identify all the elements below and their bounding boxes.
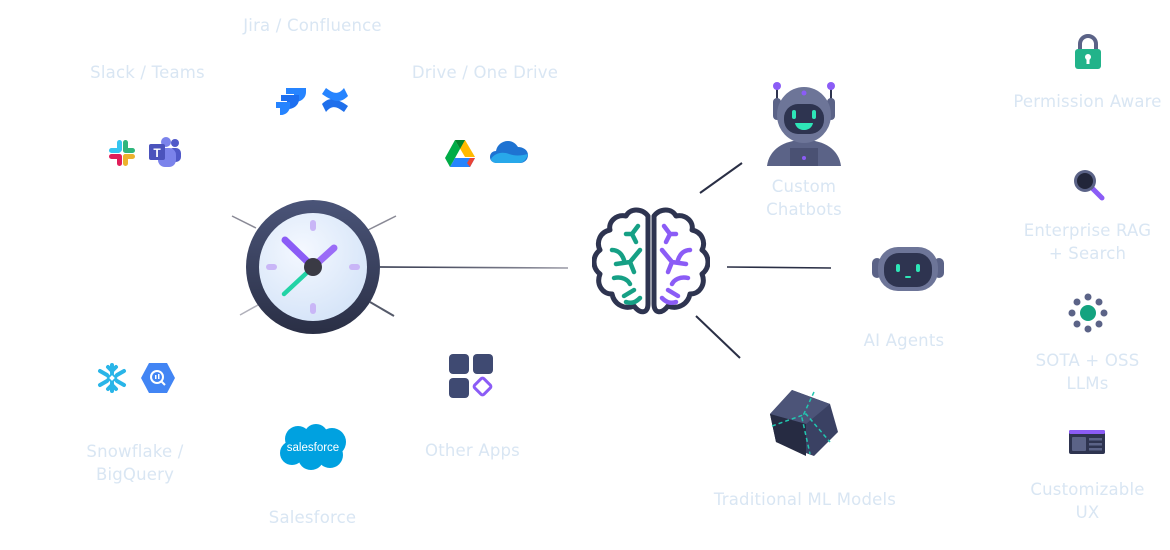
chatbot-robot-icon [765,80,843,170]
confluence-icon [320,86,350,114]
drive-onedrive-label: Drive / One Drive [411,63,559,82]
salesforce-logo-text: salesforce [287,442,339,454]
spoke-line [369,301,395,317]
customizable-ux-label: Customizable UX [1015,478,1160,524]
enterprise-rag-label-line1: Enterprise RAG [1023,221,1152,240]
teams-icon: T [148,136,182,168]
sota-oss-label-line2: LLMs [1066,374,1109,393]
svg-text:T: T [153,146,161,160]
cube-icon [768,386,840,458]
salesforce-label: Salesforce [268,508,357,527]
salesforce-icon: salesforce [278,423,348,471]
other-apps-label: Other Apps [425,441,520,460]
ai-agents-label: AI Agents [863,331,945,350]
snowflake-bigquery-label: Snowflake / BigQuery [70,440,200,486]
spoke-line [239,304,259,316]
ux-window-icon [1069,430,1105,454]
enterprise-rag-label: Enterprise RAG + Search [1010,219,1165,265]
custom-chatbots-label: Custom Chatbots [745,175,863,221]
apps-grid-icon [448,353,496,399]
lock-icon [1074,34,1102,70]
snowflake-bigquery-label-line2: BigQuery [95,465,175,484]
permission-aware-label: Permission Aware [1013,92,1162,111]
snowflake-bigquery-label-line1: Snowflake / [86,442,184,461]
snowflake-icon [96,362,128,394]
customizable-ux-label-line2: UX [1075,503,1100,522]
slack-icon [107,138,137,168]
sota-oss-label: SOTA + OSS LLMs [1020,349,1155,395]
brain-ml-line [695,315,741,359]
custom-chatbots-label-line1: Custom [771,177,837,196]
traditional-ml-label: Traditional ML Models [713,490,897,509]
sota-oss-label-line1: SOTA + OSS [1035,351,1140,370]
spoke-line [367,215,397,231]
onedrive-icon [489,139,529,165]
jira-confluence-label: Jira / Confluence [243,16,382,35]
clock-icon [244,198,382,336]
customizable-ux-label-line1: Customizable [1030,480,1145,499]
brain-chatbots-line [699,162,743,194]
enterprise-rag-label-line2: + Search [1048,244,1127,263]
custom-chatbots-label-line2: Chatbots [766,200,842,219]
agent-robot-icon [871,244,945,294]
clock-brain-line [379,266,569,269]
llm-dots-icon [1068,293,1108,333]
slack-teams-label: Slack / Teams [90,63,205,82]
spoke-line [231,215,257,229]
jira-icon [276,86,308,116]
brain-agents-line [726,266,832,269]
google-drive-icon [444,138,476,168]
search-icon [1072,168,1106,202]
brain-icon [592,206,710,328]
bigquery-icon [140,362,176,394]
